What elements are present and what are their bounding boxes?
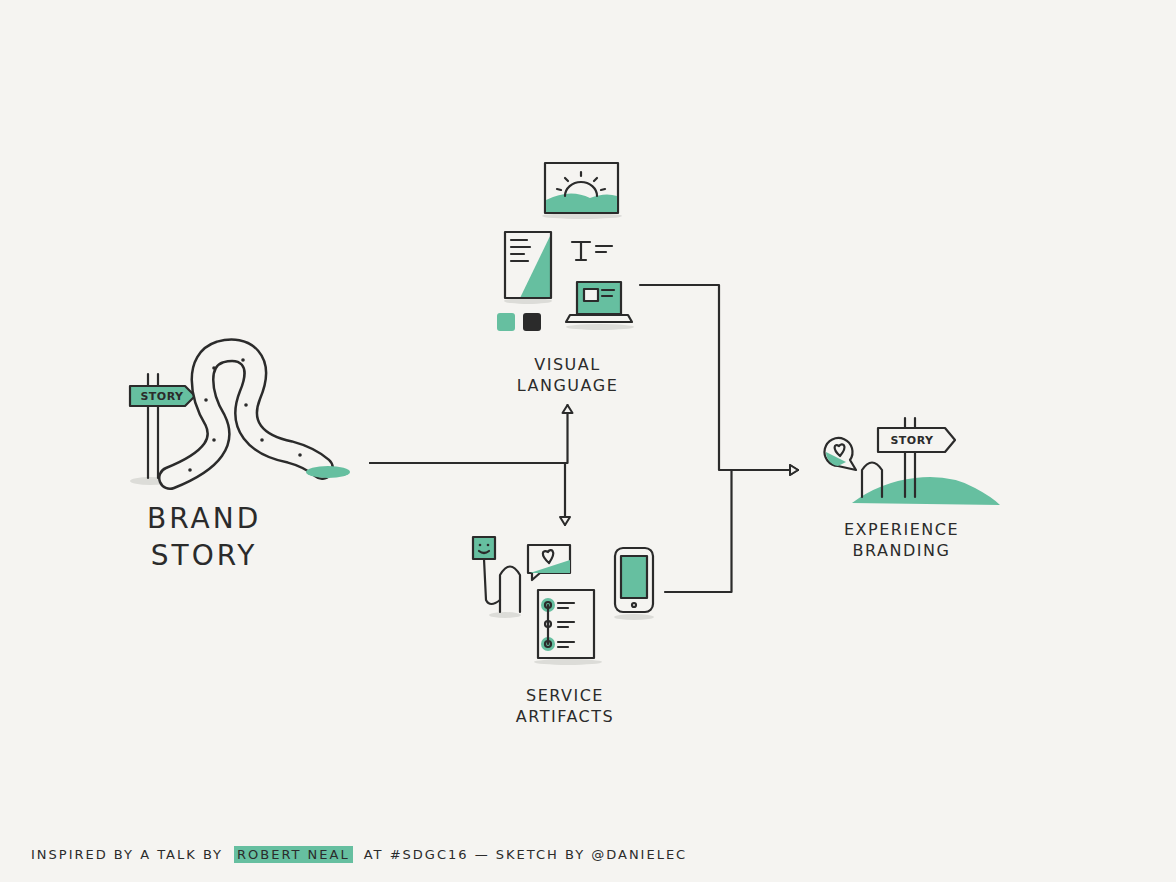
credit-text: INSPIRED BY A TALK BY [28, 846, 226, 863]
illustration-group: VISUAL LANGUAGE [495, 160, 640, 405]
illustration-group: SERVICE ARTIFACTS [465, 525, 665, 728]
visual-language-icons [497, 163, 634, 331]
sign-text: STORY [140, 390, 183, 403]
flow-connector [665, 465, 798, 592]
experience-scene [825, 418, 1000, 505]
group-label: BRAND STORY [147, 501, 261, 574]
service-artifact-icons [473, 537, 654, 665]
illustration-group: BRAND STORY [125, 345, 370, 580]
road-signpost [130, 350, 350, 485]
sign-text: STORY [890, 434, 933, 447]
flow-connector [640, 285, 798, 475]
flow-connector [370, 463, 570, 525]
group-label: SERVICE ARTIFACTS [516, 686, 614, 728]
credit-text: AT #SDGC16 — SKETCH BY @DANIELEC [361, 846, 691, 863]
flow-connector [370, 405, 573, 463]
credit-text: ROBERT NEAL [234, 846, 353, 863]
group-label: EXPERIENCE BRANDING [844, 520, 959, 562]
group-label: VISUAL LANGUAGE [517, 355, 618, 397]
